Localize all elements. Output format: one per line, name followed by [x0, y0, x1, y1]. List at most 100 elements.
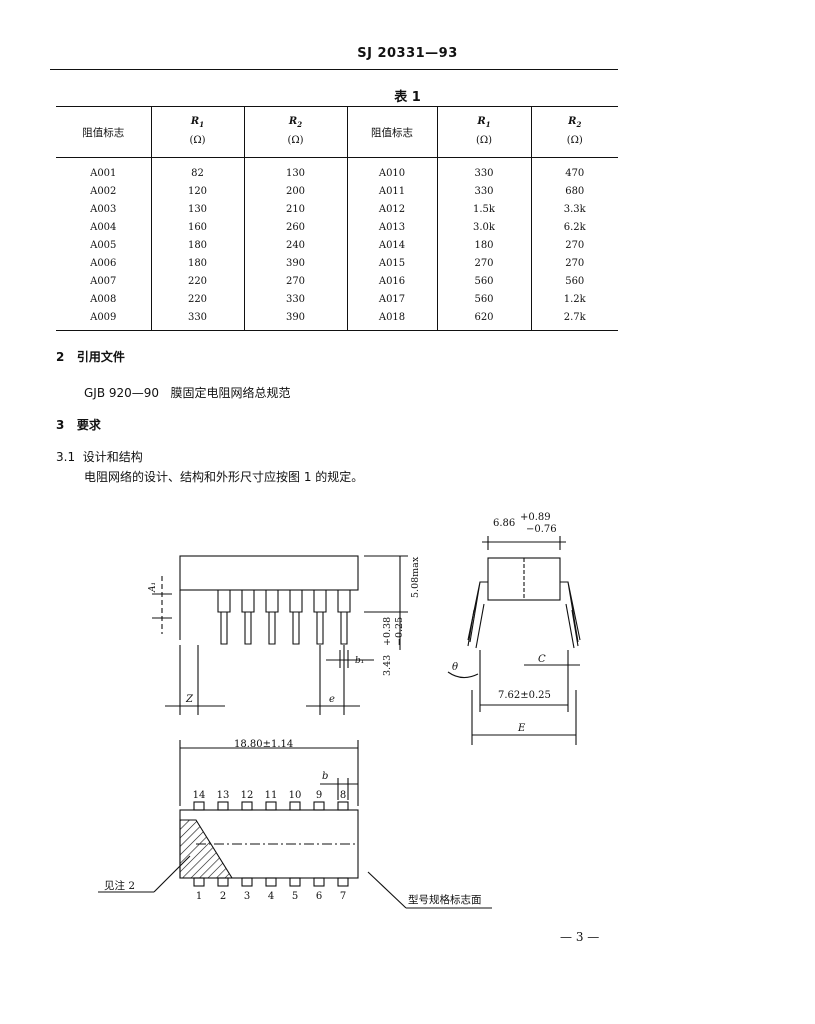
cell-r1: 220: [150, 290, 244, 308]
section-2-heading: 2 引用文件: [56, 350, 125, 364]
cell-r1: 330: [436, 182, 531, 200]
cell-r1: 82: [150, 157, 244, 182]
cell-r2: 2.7k: [530, 308, 618, 331]
cell-r1: 620: [436, 308, 531, 331]
cell-code: A010: [346, 157, 437, 182]
cell-code: A015: [346, 254, 437, 272]
table-row: A001 82 130 A010 330 470: [56, 157, 618, 182]
cell-r1: 560: [436, 272, 531, 290]
pin-number: 2: [220, 891, 226, 902]
side-view: [152, 555, 408, 715]
dim-row-spacing: 7.62±0.25: [498, 690, 551, 701]
cell-r1: 130: [150, 200, 244, 218]
table-row: A004 160 260 A013 3.0k 6.2k: [56, 218, 618, 236]
dim-lead: 3.43: [382, 655, 393, 676]
table-header-row: 阻值标志 R1 (Ω) R2 (Ω) 阻值标志 R1 (Ω) R2 (Ω): [56, 106, 618, 158]
cell-r2: 270: [530, 254, 618, 272]
cell-r2: 270: [243, 272, 347, 290]
cell-r2: 6.2k: [530, 218, 618, 236]
cell-r2: 130: [243, 157, 347, 182]
cell-r2: 560: [530, 272, 618, 290]
reference-title: 膜固定电阻网络总规范: [170, 386, 291, 400]
dim-length: 18.80±1.14: [234, 739, 293, 750]
cell-code: A018: [346, 308, 437, 331]
cell-r1: 160: [150, 218, 244, 236]
cell-code: A002: [90, 185, 117, 197]
cell-r2: 390: [243, 254, 347, 272]
end-view: [447, 536, 581, 745]
pin-number: 1: [196, 891, 202, 902]
cell-r2: 390: [243, 308, 347, 331]
section-3-heading: 3 要求: [56, 418, 101, 432]
cell-r2: 3.3k: [530, 200, 618, 218]
cell-code: A008: [90, 293, 117, 305]
cell-r1: 560: [436, 290, 531, 308]
cell-code: A001: [90, 167, 117, 179]
header-rule: [50, 69, 618, 70]
pin-number: 5: [292, 891, 298, 902]
cell-code: A011: [346, 182, 437, 200]
cell-code: A005: [90, 239, 117, 251]
dim-width-tol-minus: −0.76: [526, 524, 557, 535]
pin-number: 9: [316, 790, 322, 801]
table-row: A008 220 330 A017 560 1.2k: [56, 290, 618, 308]
header-r2-left: R2 (Ω): [243, 106, 347, 158]
dim-lead-tol-minus: −0.25: [394, 617, 405, 646]
header-code-right: 阻值标志: [346, 106, 437, 158]
table-caption: 表 1: [394, 90, 421, 105]
cell-code: A016: [346, 272, 437, 290]
reference-code: GJB 920—90: [84, 386, 160, 400]
pin-number: 3: [244, 891, 250, 902]
pin-number: 13: [217, 790, 230, 801]
dim-width: 6.86: [493, 518, 515, 529]
cell-code: A014: [346, 236, 437, 254]
cell-r1: 220: [150, 272, 244, 290]
reference-line: GJB 920—90 膜固定电阻网络总规范: [84, 384, 291, 401]
cell-r1: 330: [150, 308, 244, 331]
cell-r2: 680: [530, 182, 618, 200]
label-e: e: [329, 694, 335, 705]
pin-number: 8: [340, 790, 346, 801]
bottom-pin-numbers: 1 2 3 4 5 6 7: [196, 891, 346, 902]
table-row: A007 220 270 A016 560 560: [56, 272, 618, 290]
dim-width-tol-plus: +0.89: [520, 512, 551, 523]
pin-number: 6: [316, 891, 322, 902]
header-r1-left: R1 (Ω): [150, 106, 244, 158]
cell-code: A003: [90, 203, 117, 215]
cell-r2: 210: [243, 200, 347, 218]
top-row-pins: [193, 801, 349, 811]
pin-number: 7: [340, 891, 346, 902]
cell-r1: 270: [436, 254, 531, 272]
header-r2-right: R2 (Ω): [530, 106, 618, 158]
page-number: — 3 —: [560, 930, 600, 944]
bottom-row-pins: [193, 877, 349, 887]
table-row: A005 180 240 A014 180 270: [56, 236, 618, 254]
package-outline-drawing: 6.86 +0.89 −0.76 5.08max 3.43 +0.38 −0.2…: [98, 512, 581, 909]
label-theta: θ: [452, 662, 458, 673]
cell-r2: 470: [530, 157, 618, 182]
cell-r1: 330: [436, 157, 531, 182]
label-b: b: [322, 771, 328, 782]
cell-r2: 240: [243, 236, 347, 254]
resistance-table: 阻值标志 R1 (Ω) R2 (Ω) 阻值标志 R1 (Ω) R2 (Ω) A0…: [56, 106, 618, 331]
label-c: C: [538, 654, 546, 665]
cell-r2: 270: [530, 236, 618, 254]
cell-r2: 200: [243, 182, 347, 200]
top-view: [98, 740, 492, 909]
label-b1: b₁: [355, 656, 364, 666]
table-row: A006 180 390 A015 270 270: [56, 254, 618, 272]
pin-number: 10: [289, 790, 302, 801]
cell-code: A013: [346, 218, 437, 236]
table-row: A009 330 390 A018 620 2.7k: [56, 308, 618, 331]
cell-r1: 1.5k: [436, 200, 531, 218]
pin-number: 14: [193, 790, 206, 801]
cell-r2: 260: [243, 218, 347, 236]
pin-number: 12: [241, 790, 254, 801]
cell-code: A006: [90, 257, 117, 269]
marking-surface-label: 型号规格标志面: [408, 893, 482, 906]
document-number: SJ 20331—93: [357, 46, 458, 61]
label-z: Z: [185, 694, 194, 705]
top-pin-numbers: 14 13 12 11 10 9 8: [193, 790, 347, 801]
cell-r1: 120: [150, 182, 244, 200]
label-a1: A₁: [148, 582, 158, 593]
